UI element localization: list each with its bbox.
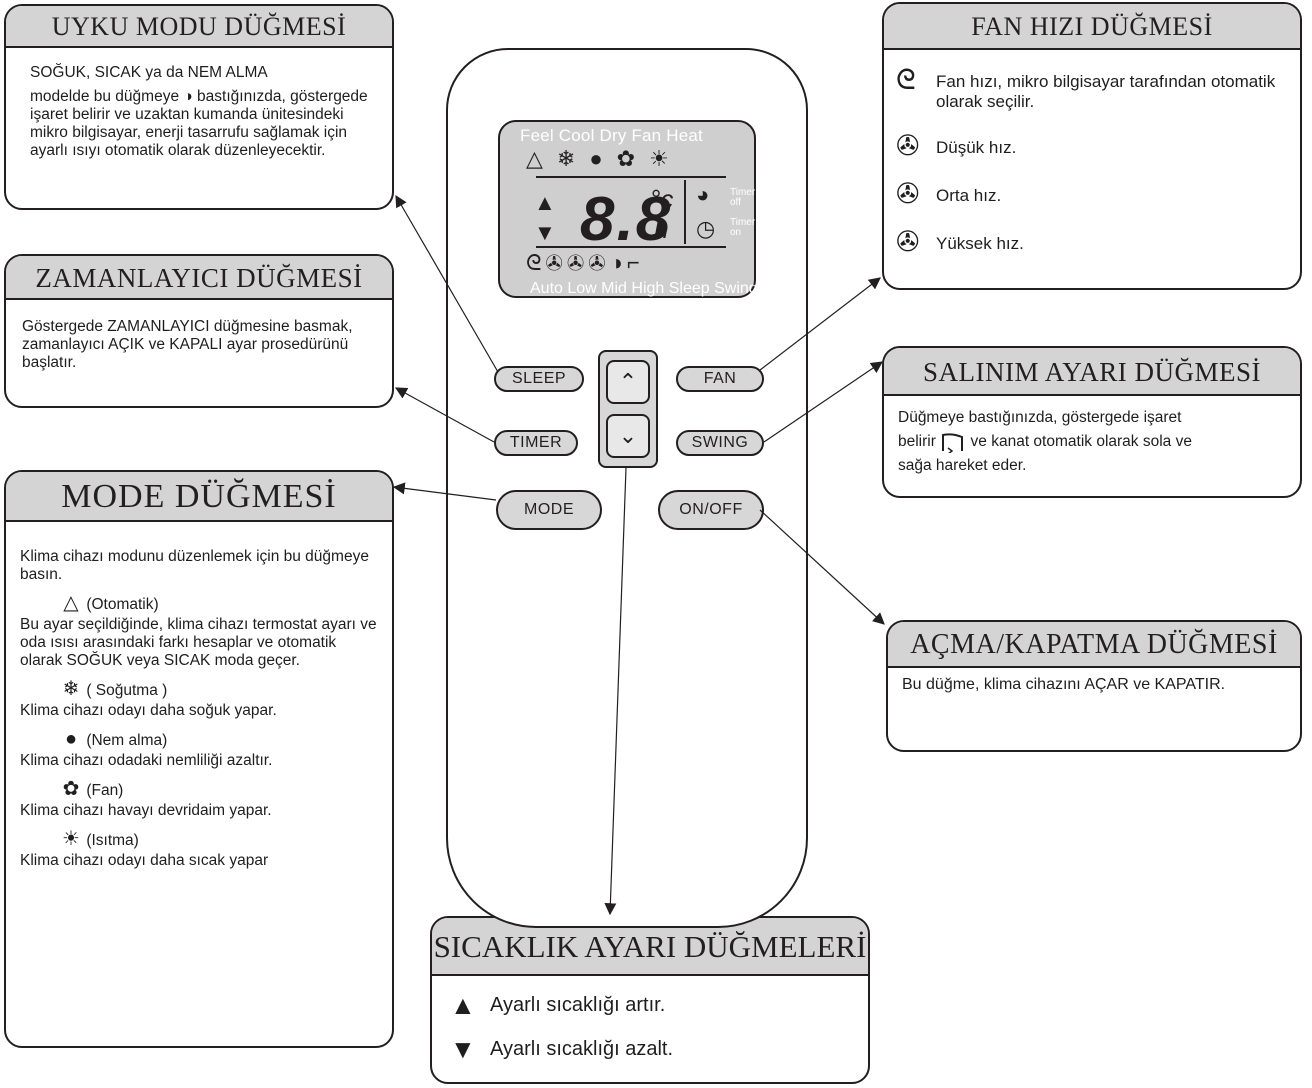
sun-icon: ☀ [62,828,80,850]
timer-text: Göstergede ZAMANLAYICI düğmesine basmak,… [22,318,353,371]
snowflake-icon: ❄ [62,678,80,700]
mode-button[interactable]: MODE [496,490,602,530]
mode-item-desc: Klima cihazı odayı daha sıcak yapar [20,852,269,869]
lcd-mode-labels: Feel Cool Dry Fan Heat [520,126,703,145]
lcd-timer-on-label: Timer on [730,217,756,238]
high-fan-icon: ✇ [896,226,920,257]
low-fan-icon: ✇ [896,130,920,161]
timer-off-clock-icon: ◕ [696,182,710,207]
sleep-text-line1: SOĞUK, SICAK ya da NEM ALMA [30,64,268,81]
lcd-divider [536,176,726,178]
mode-item-desc: Klima cihazı havayı devridaim yapar. [20,802,272,819]
mode-item-label: (Nem alma) [86,732,168,749]
swing-text-line3: sağa hareket eder. [898,457,1027,474]
droplet-icon: ● [64,728,78,750]
swing-title: SALINIM AYARI DÜĞMESİ [884,348,1300,396]
auto-mode-icon: △ [63,592,79,614]
swing-button[interactable]: SWING [676,430,764,456]
mode-item-label: (Isıtma) [86,832,139,849]
lcd-unit-celsius: °c [650,184,674,214]
mode-intro: Klima cihazı modunu düzenlemek için bu d… [20,548,369,583]
lcd-vdivider [684,180,686,244]
lcd-display: Feel Cool Dry Fan Heat △❄●✿☀ ▲ ▼ 8.8 °c … [498,120,758,298]
onoff-text: Bu düğme, klima cihazını AÇAR ve KAPATIR… [902,676,1226,693]
lcd-up-arrow-icon: ▲ [534,190,556,215]
sleep-callout: UYKU MODU DÜĞMESİ SOĞUK, SICAK ya da NEM… [4,4,394,210]
swing-text-line2b: ve kanat otomatik olarak sola ve [970,433,1192,450]
mode-title: MODE DÜĞMESİ [6,472,392,522]
mode-item-label: (Otomatik) [86,596,159,613]
mid-fan-icon: ✇ [896,178,920,209]
swing-text-line1: Düğmeye bastığınızda, göstergede işaret [898,409,1182,426]
fan-callout: FAN HIZI DÜĞMESİ ᘓ Fan hızı, mikro bilgis… [882,2,1302,290]
swing-callout: SALINIM AYARI DÜĞMESİ Düğmeye bastığınız… [882,346,1302,498]
lcd-unit-hour: h [654,214,669,244]
triangle-up-icon: ▲ [450,990,476,1020]
mode-item-label: (Fan) [86,782,124,799]
fan-row-text: Fan hızı, mikro bilgisayar tarafından ot… [936,72,1276,111]
lcd-mode-icons: △❄●✿☀ [526,146,683,171]
timer-callout: ZAMANLAYICI DÜĞMESİ Göstergede ZAMANLAYI… [4,254,394,408]
mode-item-desc: Klima cihazı odayı daha soğuk yapar. [20,702,277,719]
timer-button[interactable]: TIMER [494,430,578,456]
lcd-fan-icons: ᘓ✇✇✇◑⌐ [526,250,644,275]
onoff-title: AÇMA/KAPATMA DÜĞMESİ [888,622,1300,668]
sleep-button[interactable]: SLEEP [494,366,584,392]
swing-icon [942,433,964,455]
fan-button[interactable]: FAN [676,366,764,392]
temp-down-button[interactable]: ⌄ [606,414,650,458]
timer-on-clock-icon: ◷ [696,216,716,241]
lcd-divider [536,246,726,248]
lcd-down-arrow-icon: ▼ [534,220,556,245]
mode-callout: MODE DÜĞMESİ Klima cihazı modunu düzenle… [4,470,394,1048]
lcd-digits: 8.8 [580,185,673,254]
lcd-fan-labels: Auto Low Mid High Sleep Swing [530,280,758,297]
auto-fan-icon: ᘓ [896,64,916,95]
sleep-title: UYKU MODU DÜĞMESİ [6,6,392,48]
temp-callout: SICAKLIK AYARI DÜĞMELERİ ▲Ayarlı sıcaklı… [430,916,870,1084]
fan-row-text: Orta hız. [936,186,1002,205]
temperature-rocker: ⌃ ⌄ [598,350,658,468]
onoff-callout: AÇMA/KAPATMA DÜĞMESİ Bu düğme, klima cih… [886,620,1302,752]
fan-icon: ✿ [62,778,80,800]
fan-title: FAN HIZI DÜĞMESİ [884,4,1300,50]
triangle-down-icon: ▼ [450,1034,476,1064]
temp-up-button[interactable]: ⌃ [606,360,650,404]
fan-row-text: Düşük hız. [936,138,1017,157]
fan-row-text: Yüksek hız. [936,234,1024,253]
timer-title: ZAMANLAYICI DÜĞMESİ [6,256,392,300]
mode-item-label: ( Soğutma ) [86,682,168,699]
onoff-button[interactable]: ON/OFF [658,490,764,530]
temp-down-text: Ayarlı sıcaklığı azalt. [490,1038,674,1060]
mode-item-desc: Klima cihazı odadaki nemliliği azaltır. [20,752,273,769]
temp-up-text: Ayarlı sıcaklığı artır. [490,994,666,1016]
sleep-text-line2: modelde bu düğmeye ◑ bastığınızda, göste… [30,88,368,159]
lcd-timer-off-label: Timer off [730,187,756,208]
mode-item-desc: Bu ayar seçildiğinde, klima cihazı termo… [20,616,377,669]
swing-text-line2a: belirir [898,433,936,450]
